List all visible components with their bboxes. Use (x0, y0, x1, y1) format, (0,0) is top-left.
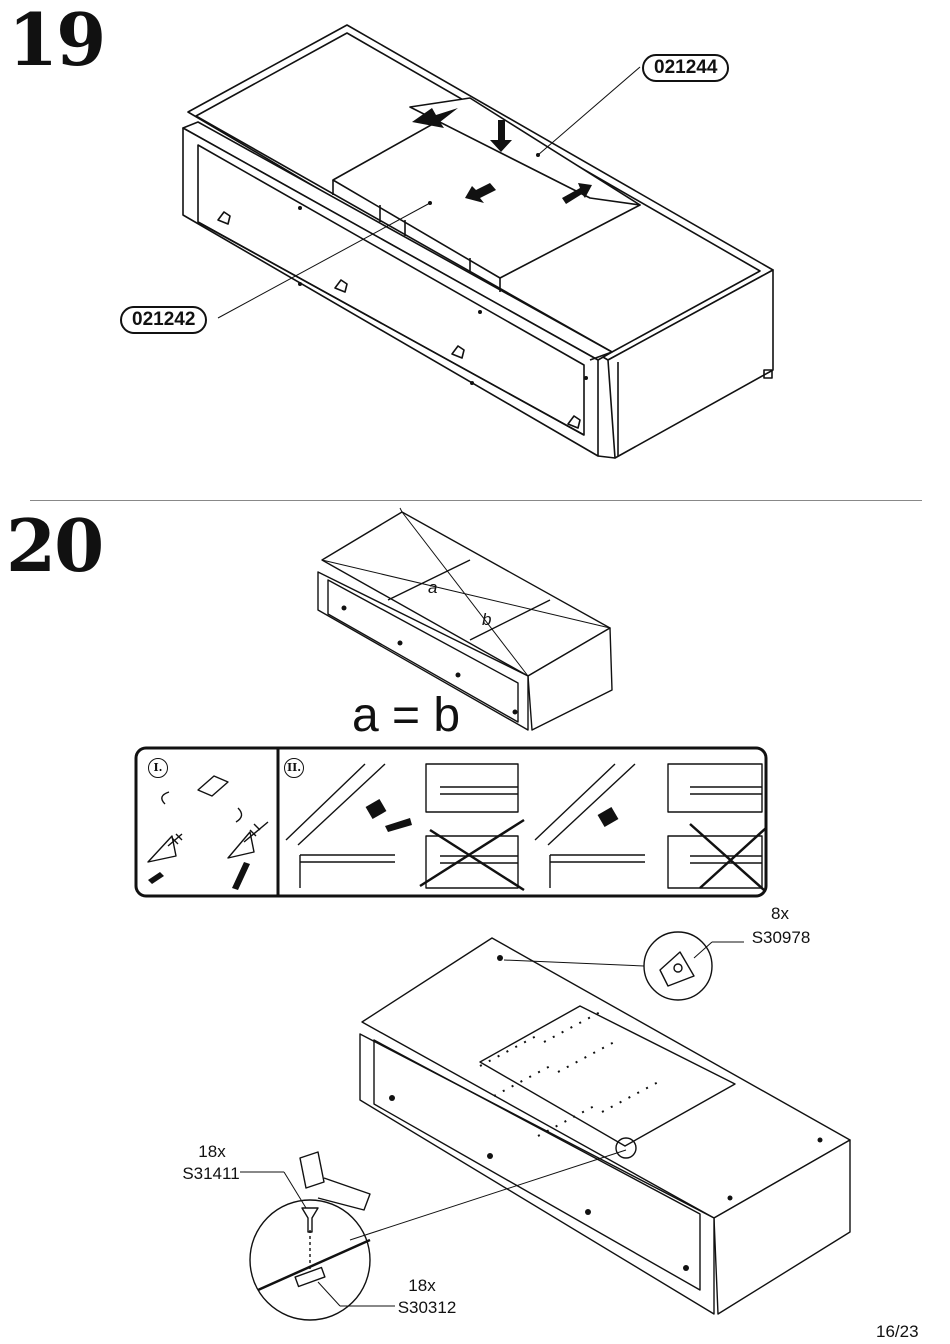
panel-two-badge: II. (284, 758, 304, 778)
diagonal-b-label: b (482, 610, 492, 629)
hardware-cam-code: S30978 (751, 928, 811, 947)
step-20-number: 20 (6, 503, 104, 588)
hardware-plate-code: S30312 (397, 1298, 457, 1317)
panel-one-badge: I. (148, 758, 168, 778)
hardware-plate-qty: 18x (408, 1276, 436, 1295)
diagonal-a-label: a (428, 578, 438, 597)
part-label-021244: 021244 (642, 54, 730, 82)
part-label-021242: 021242 (120, 306, 208, 334)
step-divider (30, 500, 922, 501)
hardware-screw-qty: 18x (198, 1142, 226, 1161)
step-19-number: 19 (8, 0, 106, 82)
hardware-screw-code: S31411 (182, 1164, 240, 1183)
diagonal-equation: a = b (352, 689, 461, 742)
page-number: 16/23 (876, 1322, 919, 1341)
hardware-cam-qty: 8x (771, 904, 789, 923)
